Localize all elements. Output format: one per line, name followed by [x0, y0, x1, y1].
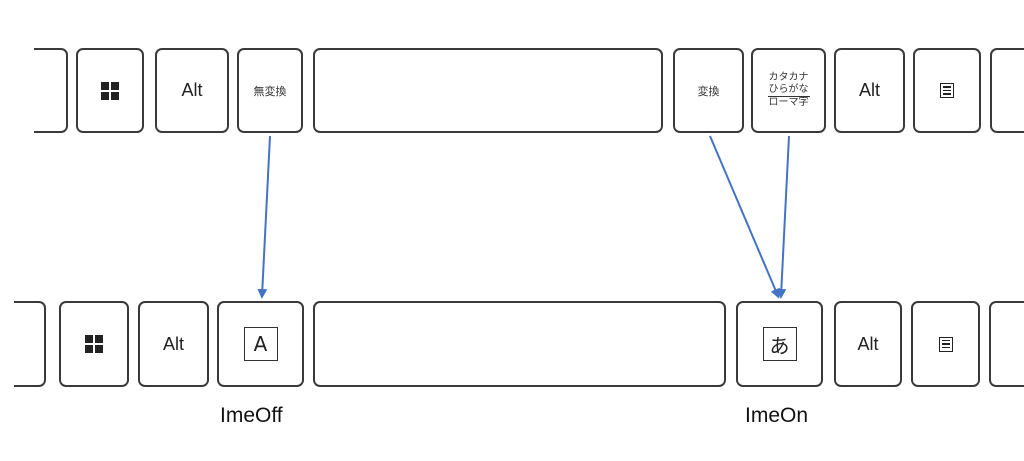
- windows-icon: [85, 335, 103, 353]
- ime-off-key-label: A: [243, 327, 278, 361]
- windows-icon: [101, 81, 119, 100]
- menu-icon: [940, 83, 954, 98]
- bottom-menu-key: [911, 301, 980, 387]
- bottom-windows-key: [59, 301, 129, 387]
- menu-icon: [938, 336, 953, 352]
- arrow-muhenkan-to-imeoff: [257, 135, 271, 299]
- ime-off-caption: ImeOff: [220, 404, 283, 427]
- bottom-alt-right-label: Alt: [857, 333, 879, 354]
- top-henkan-label: 変換: [697, 84, 720, 98]
- arrow-henkan-to-imeon: [709, 135, 780, 299]
- top-windows-key: [76, 48, 144, 133]
- top-muhenkan-key: 無変換: [237, 48, 303, 133]
- top-kana-key: カタカナ ひらがな ローマ字: [751, 48, 826, 133]
- ime-on-key-label: あ: [762, 327, 797, 361]
- bottom-ime-off-key: A: [217, 301, 304, 387]
- top-key-partial-right: [990, 48, 1024, 133]
- arrow-kana-to-imeon: [776, 135, 790, 299]
- top-alt-right-label: Alt: [858, 80, 880, 100]
- bottom-key-partial-right: [989, 301, 1024, 387]
- top-alt-left-label: Alt: [181, 80, 203, 100]
- top-kana-label-stack: カタカナ ひらがな ローマ字: [767, 72, 810, 109]
- bottom-alt-left-key: Alt: [138, 301, 209, 387]
- bottom-key-partial-left: [14, 301, 46, 387]
- top-alt-right-key: Alt: [834, 48, 905, 133]
- top-henkan-key: 変換: [673, 48, 744, 133]
- top-space-key: [313, 48, 663, 133]
- top-muhenkan-label: 無変換: [253, 84, 287, 98]
- ime-on-caption: ImeOn: [745, 404, 809, 427]
- top-kana-line-katakana: カタカナ: [768, 72, 809, 83]
- top-key-partial-left: [34, 48, 68, 133]
- top-kana-line-romaji: ローマ字: [768, 97, 809, 108]
- bottom-ime-on-key: あ: [736, 301, 823, 387]
- top-kana-line-hiragana: ひらがな: [767, 84, 810, 97]
- top-alt-left-key: Alt: [155, 48, 229, 133]
- bottom-alt-left-label: Alt: [162, 333, 184, 354]
- bottom-alt-right-key: Alt: [834, 301, 902, 387]
- bottom-space-key: [313, 301, 726, 387]
- top-menu-key: [913, 48, 981, 133]
